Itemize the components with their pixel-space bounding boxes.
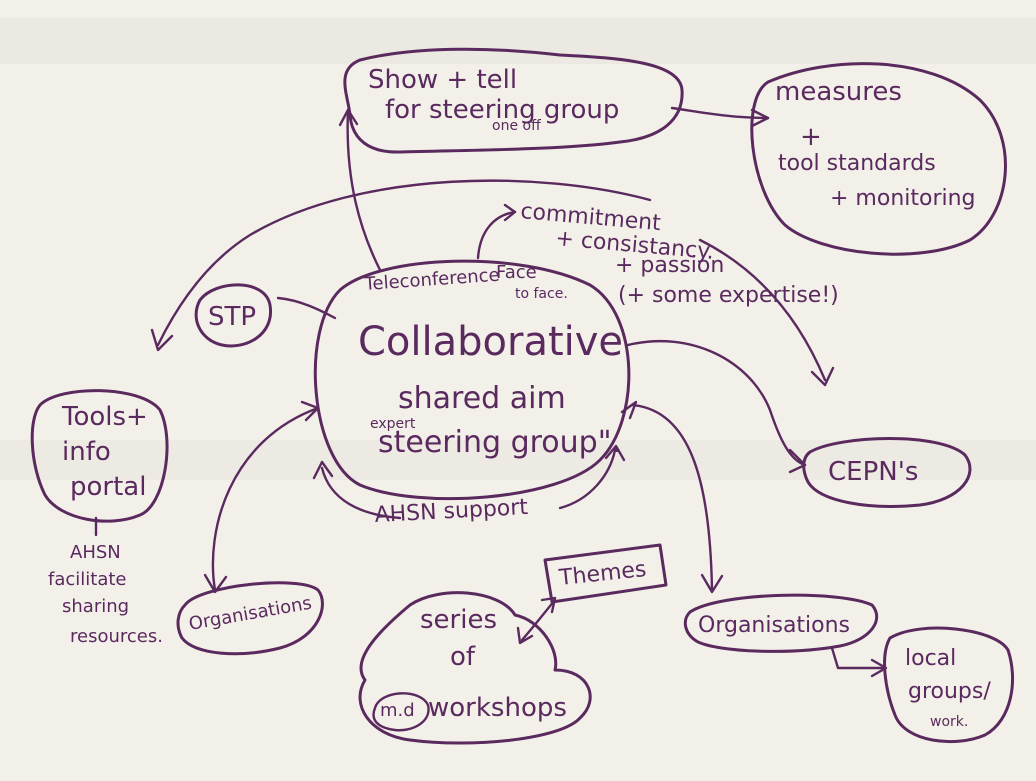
measures-line3: + monitoring — [830, 186, 976, 211]
center-bubble — [313, 259, 631, 501]
arc-to-tools — [156, 179, 652, 347]
show-tell-cloud — [343, 47, 684, 154]
measures-plus: + — [800, 122, 822, 152]
arrowhead-cepn-top — [810, 366, 835, 387]
arrowhead-local — [870, 658, 888, 678]
line-center-to-show — [346, 108, 382, 272]
arrowhead-support-right — [604, 444, 626, 462]
face-label: Face — [496, 262, 537, 283]
connectors — [94, 106, 888, 678]
line-org-to-local — [830, 646, 887, 670]
line-themes-workshops — [520, 598, 557, 642]
arrowhead-commitment — [503, 203, 517, 222]
organisations-right-bubble — [683, 593, 879, 653]
arrowhead-show — [338, 108, 359, 127]
organisations-left-bubble — [176, 581, 324, 656]
arrowhead-center-left — [300, 400, 320, 422]
organisations-right-label: Organisations — [698, 613, 850, 638]
arrowhead-tools — [150, 328, 174, 352]
center-title: Collaborative — [358, 319, 623, 365]
center-shared-aim: shared aim — [398, 381, 566, 416]
measures-bubble — [750, 62, 1007, 256]
stp-label: STP — [208, 302, 256, 332]
arrowhead-org-right — [700, 573, 724, 594]
local-line2: groups/ — [908, 679, 991, 704]
local-line3: work. — [930, 714, 968, 730]
measures-line2: tool standards — [778, 151, 936, 176]
workshops-line2: of — [450, 642, 476, 672]
arrowhead-measures — [750, 108, 770, 128]
arrowhead-cepns — [788, 448, 807, 474]
paper-fold-top — [0, 18, 1036, 64]
center-steering-group: steering group". — [378, 425, 621, 460]
md-circle — [372, 692, 430, 732]
cepns-bubble — [802, 437, 972, 508]
stp-bubble — [194, 283, 272, 348]
arrowhead-org-left — [203, 573, 228, 594]
ahsn-facilitate-line1: AHSN — [70, 542, 121, 563]
tools-line2: info — [62, 437, 111, 467]
arc-ahsn-support — [320, 448, 617, 520]
tools-line3: portal — [70, 472, 146, 502]
workshops-cloud — [358, 591, 592, 745]
commitment-line4: (+ some expertise!) — [618, 283, 839, 308]
arc-to-cepn — [698, 238, 827, 382]
ahsn-facilitate-line2: facilitate — [48, 569, 127, 590]
measures-line1: measures — [775, 77, 902, 107]
arrowhead-themes — [540, 596, 557, 614]
local-line1: local — [905, 646, 956, 671]
center-expert-note: expert — [370, 416, 416, 432]
show-tell-line1: Show + tell — [368, 65, 517, 95]
workshops-line3: workshops — [428, 693, 567, 723]
arrowhead-center-right — [620, 400, 638, 420]
arrowhead-support-left — [312, 460, 334, 480]
cepns-label: CEPN's — [828, 457, 918, 487]
workshops-md: m.d — [380, 700, 415, 721]
line-stp-to-center — [276, 296, 337, 320]
show-tell-line2: for steering group — [385, 95, 619, 125]
workshops-line1: series — [420, 605, 497, 635]
themes-box — [543, 543, 668, 604]
local-groups-bubble — [883, 626, 1015, 744]
arrow-show-to-measures — [670, 106, 770, 120]
ahsn-facilitate-line4: resources. — [70, 626, 163, 647]
line-center-to-cepns — [626, 340, 807, 467]
line-center-to-org-right — [630, 403, 714, 592]
tools-bubble — [30, 389, 169, 523]
commitment-line3: + passion — [615, 253, 724, 278]
line-telecon-to-commitment — [476, 210, 517, 260]
show-tell-note: one off — [492, 118, 541, 134]
paper-fold-middle — [0, 440, 1036, 480]
ahsn-facilitate-line3: sharing — [62, 596, 129, 617]
arrowhead-workshops — [516, 626, 534, 645]
line-org-left-to-center — [211, 406, 320, 592]
face-to-face-label: to face. — [515, 286, 568, 302]
tools-line1: Tools+ — [61, 402, 148, 432]
